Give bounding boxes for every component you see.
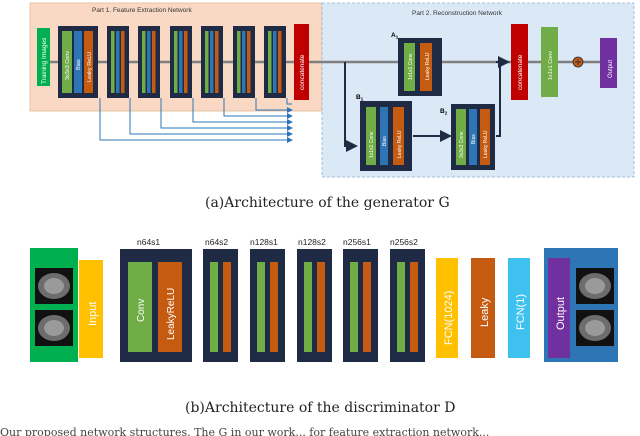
b1-leaky-label: Leaky ReLU — [397, 130, 403, 158]
conv-label: 3x3x3 Conv — [65, 51, 71, 80]
label-n128s2: n128s2 — [298, 237, 326, 247]
fcn1024-block — [436, 258, 458, 358]
label-n128s1: n128s1 — [250, 237, 278, 247]
training-images-label: Training Images — [41, 37, 48, 84]
disc-leakyrelu-label: LeakyReLU — [166, 288, 177, 340]
b1-bias-label: Bias — [382, 136, 388, 146]
label-n64s1: n64s1 — [137, 237, 160, 247]
generator-output-label: Output — [608, 60, 614, 78]
concatenate-label-1: concatenate — [299, 54, 306, 90]
b1-conv-label: 1x1x1 Conv — [369, 131, 375, 158]
feature-block-2 — [107, 26, 129, 98]
b2-conv-label: 3x3x3 Conv — [459, 131, 465, 158]
output-images — [576, 268, 614, 346]
fcn1024-label: FCN(1024) — [443, 291, 455, 345]
feature-block-3 — [138, 26, 160, 98]
part2-title: Part 2. Reconstruction Network — [412, 10, 503, 17]
a1-label: A1 — [391, 32, 399, 40]
b1-block: 1x1x1 Conv Bias Leaky ReLU — [360, 101, 412, 171]
bias-label: Bias — [76, 59, 82, 70]
label-n256s2: n256s2 — [390, 237, 418, 247]
label-n256s1: n256s1 — [343, 237, 371, 247]
concatenate-block-2 — [511, 24, 528, 100]
discriminator-input-block — [79, 260, 103, 358]
b1-label: B1 — [356, 94, 364, 102]
leaky-label: Leaky ReLU — [87, 52, 93, 82]
final-conv-label: 1x1x1 Conv — [548, 51, 554, 80]
disc-output-block — [548, 258, 570, 358]
reconstruction-branch — [344, 62, 501, 152]
disc-conv-block-2 — [203, 249, 238, 362]
a1-leaky-label: Leaky ReLU — [425, 52, 431, 80]
disc-output-label: Output — [555, 297, 567, 330]
disc-conv-block-5 — [343, 249, 378, 362]
disc-conv-block-4 — [297, 249, 332, 362]
leaky-block — [471, 258, 495, 358]
feature-block-7 — [264, 26, 286, 98]
generator-caption: (a)Architecture of the generator G — [205, 195, 450, 211]
training-images-block — [37, 28, 50, 86]
a1-block: 1x1x1 Conv Leaky ReLU — [398, 38, 442, 96]
input-images-panel — [30, 248, 78, 362]
feature-block-4 — [170, 26, 192, 98]
a1-conv-label: 1x1x1 Conv — [408, 53, 414, 80]
b2-bias-label: Bias — [471, 134, 477, 144]
part1-title: Part 1. Feature Extraction Network — [92, 7, 192, 14]
disc-conv-block-1: Conv LeakyReLU — [120, 249, 192, 362]
fcn1-block — [508, 258, 530, 358]
disc-conv-label: Conv — [136, 299, 147, 322]
b2-block: 3x3x3 Conv Bias Leaky ReLU — [451, 104, 495, 170]
leaky-label: Leaky — [479, 297, 491, 327]
disc-conv-block-6 — [390, 249, 425, 362]
concatenate-label-2: concatenate — [517, 54, 524, 90]
feature-block-6 — [233, 26, 255, 98]
generator-output-block — [600, 38, 617, 88]
add-operation-icon — [572, 56, 584, 68]
feature-block-5 — [201, 26, 223, 98]
b2-label: B2 — [440, 108, 448, 116]
fcn1-label: FCN(1) — [515, 294, 527, 330]
discriminator-input-label: Input — [87, 302, 99, 326]
b2-leaky-label: Leaky ReLU — [483, 130, 489, 158]
footer-text: Our proposed network structures. The G i… — [0, 426, 489, 436]
final-conv-block — [541, 27, 558, 97]
concatenate-block-1 — [294, 24, 309, 100]
discriminator-caption: (b)Architecture of the discriminator D — [185, 400, 455, 416]
label-n64s2: n64s2 — [205, 237, 228, 247]
skip-connections — [99, 98, 293, 143]
first-conv-block: 3x3x3 Conv Bias Leaky ReLU — [58, 26, 98, 98]
disc-conv-block-3 — [250, 249, 285, 362]
